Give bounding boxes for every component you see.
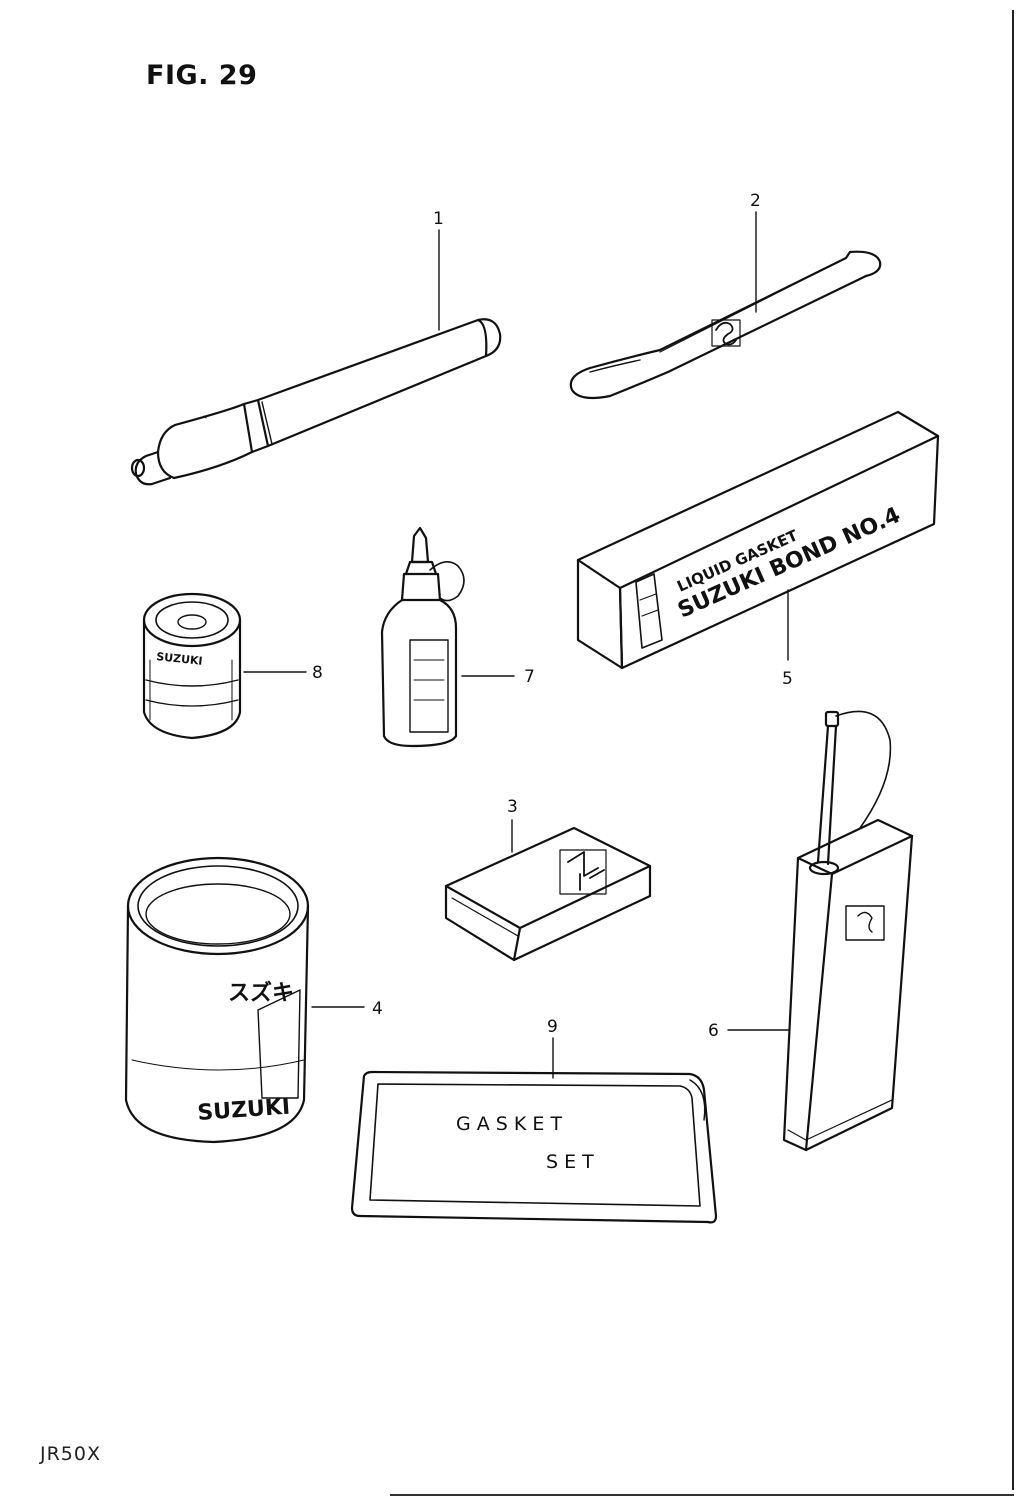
gasket-label-line2: S E T [546, 1151, 594, 1173]
grease-jp-label: スズキ [228, 980, 294, 1006]
gasket-label-line1: G A S K E T [456, 1113, 562, 1135]
figure-title: FIG. 29 [146, 60, 258, 91]
large-grease-can-drawing [124, 856, 310, 1144]
tire-lever-drawing [569, 250, 882, 400]
callout-1: 1 [433, 209, 444, 229]
callout-7: 7 [524, 667, 535, 687]
gasket-set-drawing [350, 1070, 718, 1224]
oil-can-drawing [782, 710, 914, 1152]
model-code: JR50X [40, 1443, 101, 1465]
grease-brand-label: SUZUKI [197, 1095, 291, 1126]
callout-3: 3 [507, 797, 518, 817]
page-border-bottom [390, 1494, 1014, 1496]
oil-bottle-drawing [380, 526, 465, 748]
repair-box-drawing [444, 826, 652, 962]
small-grease-brand: SUZUKI [156, 650, 203, 668]
tire-pump-drawing [130, 318, 502, 486]
callout-6: 6 [708, 1021, 719, 1041]
bond-box-drawing [576, 410, 940, 670]
small-grease-can-drawing [142, 592, 242, 740]
callout-5: 5 [782, 669, 793, 689]
page-border-right [1012, 10, 1014, 1490]
callout-8: 8 [312, 663, 323, 683]
callout-9: 9 [547, 1017, 558, 1037]
callout-4: 4 [372, 999, 383, 1019]
callout-2: 2 [750, 191, 761, 211]
